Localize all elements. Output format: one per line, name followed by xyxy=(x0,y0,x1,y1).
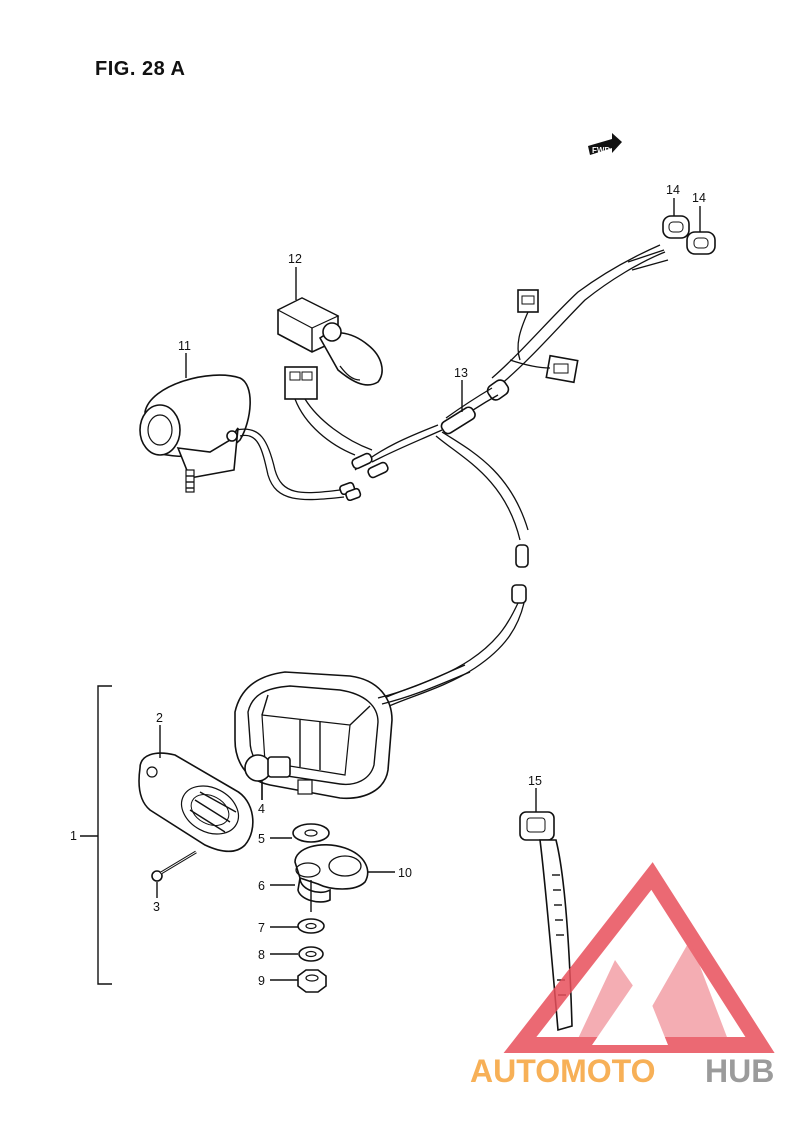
lock-washer-part-8 xyxy=(298,946,324,962)
watermark-text-gray: HUB xyxy=(705,1053,774,1089)
connector-plug xyxy=(284,366,373,456)
callout-14a: 14 xyxy=(666,183,680,197)
callout-3: 3 xyxy=(153,900,160,914)
callout-14b: 14 xyxy=(692,191,706,205)
tail-light-housing xyxy=(234,664,471,800)
lens-part-2 xyxy=(138,752,254,853)
washer-part-5 xyxy=(292,823,330,843)
callout-4: 4 xyxy=(258,802,265,816)
callout-5: 5 xyxy=(258,832,265,846)
callout-11: 11 xyxy=(178,339,191,353)
callout-10: 10 xyxy=(398,866,412,880)
nut-part-9 xyxy=(297,969,327,993)
grommet-part-14a xyxy=(662,215,690,239)
bulb-part-4 xyxy=(244,754,291,800)
callout-1: 1 xyxy=(70,829,77,843)
leader-lines xyxy=(80,198,701,985)
watermark-text-colored: AUTOMOTO xyxy=(470,1053,655,1089)
screw-part-3 xyxy=(151,850,197,882)
fwd-arrow-icon: FWD xyxy=(588,133,622,155)
callout-labels: 14 14 12 11 13 2 4 1 5 6 10 3 7 8 9 15 xyxy=(70,183,706,988)
relay-bracket-part-12 xyxy=(276,297,383,386)
callout-6: 6 xyxy=(258,879,265,893)
callout-7: 7 xyxy=(258,921,265,935)
grommet-part-14b xyxy=(686,231,716,255)
fwd-label: FWD xyxy=(592,146,610,155)
callout-8: 8 xyxy=(258,948,265,962)
automotohub-watermark-logo: AUTOMOTO HUB xyxy=(470,862,775,1089)
callout-12: 12 xyxy=(288,252,302,266)
callout-9: 9 xyxy=(258,974,265,988)
wiring-harness-part-13 xyxy=(351,244,669,709)
callout-15: 15 xyxy=(528,774,542,788)
callout-13: 13 xyxy=(454,366,468,380)
figure-title: FIG. 28 A xyxy=(95,58,186,80)
callout-2: 2 xyxy=(156,711,163,725)
washer-part-7 xyxy=(297,918,325,934)
lamp-assembly-part-11 xyxy=(139,374,362,502)
bracket-part-10 xyxy=(294,844,369,903)
